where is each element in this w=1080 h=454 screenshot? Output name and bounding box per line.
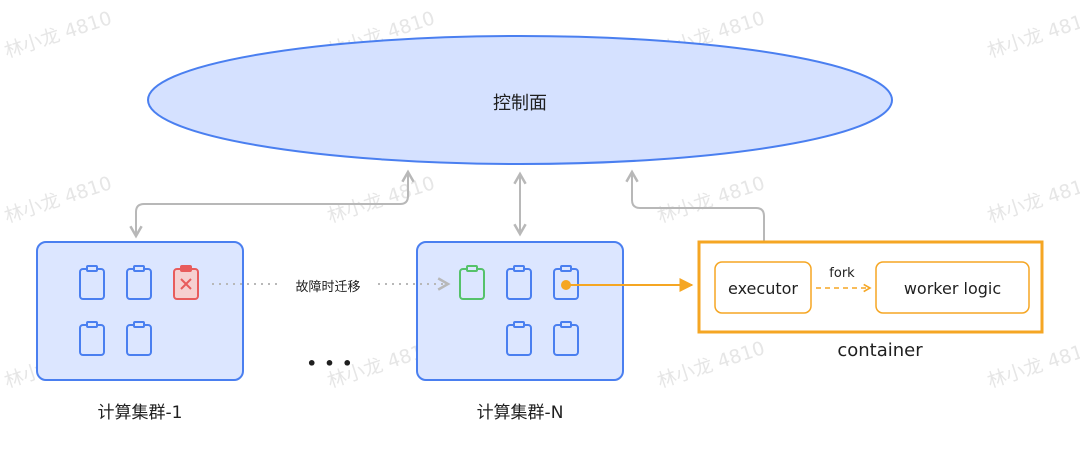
- clipboard-icon: [506, 321, 532, 356]
- connector-cluster1-control: [129, 169, 415, 239]
- ellipsis: • • •: [306, 354, 354, 373]
- connector-container-control: [625, 169, 771, 259]
- clipboard-icon: [126, 265, 152, 300]
- executor-box: [714, 261, 812, 314]
- worker-logic-label: worker logic: [903, 279, 1002, 298]
- clipboard-icon: [79, 321, 105, 356]
- executor-label: executor: [728, 279, 798, 298]
- clipboard-icon: [79, 265, 105, 300]
- clipboard-migrated-icon: [459, 265, 485, 300]
- clipboard-failed-icon: [173, 265, 199, 300]
- clipboard-icon: [126, 321, 152, 356]
- worker-logic-box: [875, 261, 1030, 314]
- clipboard-icon: [553, 321, 579, 356]
- container-label: container: [837, 340, 923, 361]
- cluster-n-box: [416, 241, 624, 381]
- cluster-1-box: [36, 241, 244, 381]
- cluster-1-label: 计算集群-1: [97, 403, 183, 423]
- control-plane-ellipse: [147, 35, 893, 165]
- control-plane-label: 控制面: [493, 93, 547, 114]
- clipboard-icon: [506, 265, 532, 300]
- fork-label: fork: [829, 266, 855, 281]
- migration-label: 故障时迁移: [295, 280, 361, 295]
- cluster-n-label: 计算集群-N: [476, 403, 564, 423]
